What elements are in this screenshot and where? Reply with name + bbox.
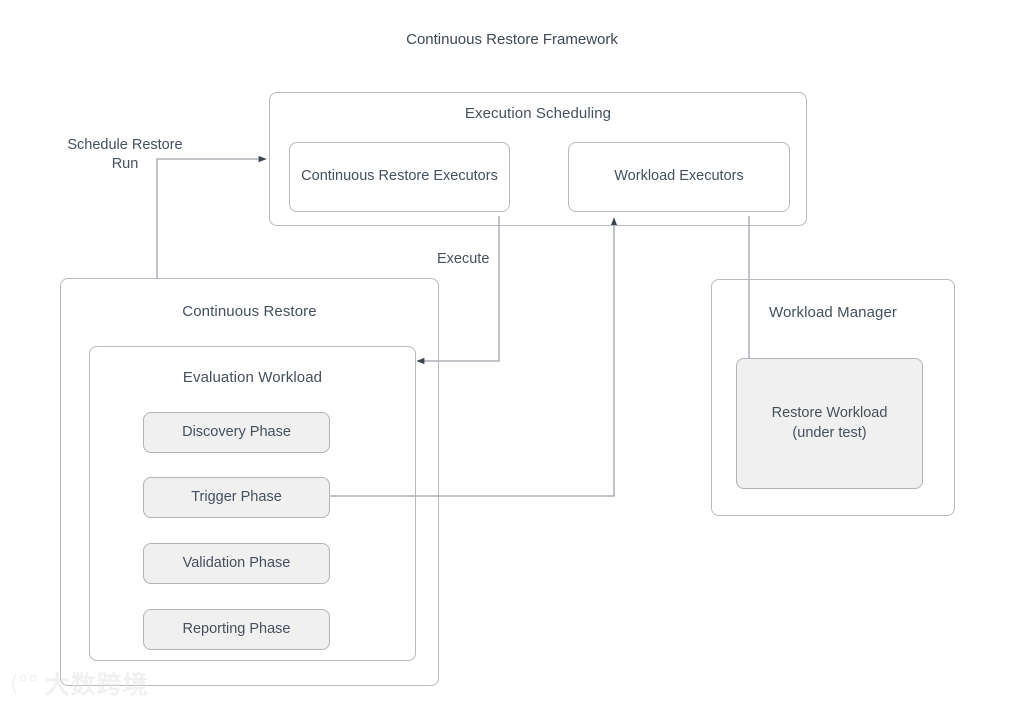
continuous-restore-title: Continuous Restore bbox=[182, 303, 317, 320]
node-continuous-restore-executors[interactable]: Continuous Restore Executors bbox=[289, 142, 510, 212]
trigger-phase-label: Trigger Phase bbox=[191, 488, 282, 505]
node-restore-workload[interactable]: Restore Workload (under test) bbox=[736, 358, 923, 489]
execution-scheduling-title: Execution Scheduling bbox=[464, 105, 612, 122]
node-reporting-phase[interactable]: Reporting Phase bbox=[143, 609, 330, 650]
diagram-title: Continuous Restore Framework bbox=[406, 31, 618, 48]
node-trigger-phase[interactable]: Trigger Phase bbox=[143, 477, 330, 518]
node-discovery-phase[interactable]: Discovery Phase bbox=[143, 412, 330, 453]
workload-executors-label: Workload Executors bbox=[614, 168, 744, 185]
group-execution-scheduling[interactable]: Execution Scheduling Continuous Restore … bbox=[269, 92, 807, 226]
edge-schedule-restore-run bbox=[156, 155, 267, 278]
group-continuous-restore[interactable]: Continuous Restore Evaluation Workload D… bbox=[60, 278, 439, 686]
evaluation-workload-title: Evaluation Workload bbox=[182, 369, 323, 386]
reporting-phase-label: Reporting Phase bbox=[182, 620, 291, 637]
node-validation-phase[interactable]: Validation Phase bbox=[143, 543, 330, 584]
continuous-restore-executors-label: Continuous Restore Executors bbox=[301, 168, 498, 185]
discovery-phase-label: Discovery Phase bbox=[182, 423, 291, 440]
group-evaluation-workload[interactable]: Evaluation Workload Discovery Phase Trig… bbox=[89, 346, 416, 661]
workload-manager-title: Workload Manager bbox=[768, 304, 898, 321]
node-workload-executors[interactable]: Workload Executors bbox=[568, 142, 790, 212]
watermark-logo-icon: (°° bbox=[10, 671, 39, 697]
group-workload-manager[interactable]: Workload Manager Restore Workload (under… bbox=[711, 279, 955, 516]
restore-workload-label: Restore Workload (under test) bbox=[771, 404, 888, 441]
edge-label-schedule-restore-run: Schedule Restore Run bbox=[67, 137, 183, 173]
edge-label-execute: Execute bbox=[437, 251, 490, 267]
validation-phase-label: Validation Phase bbox=[182, 554, 291, 571]
